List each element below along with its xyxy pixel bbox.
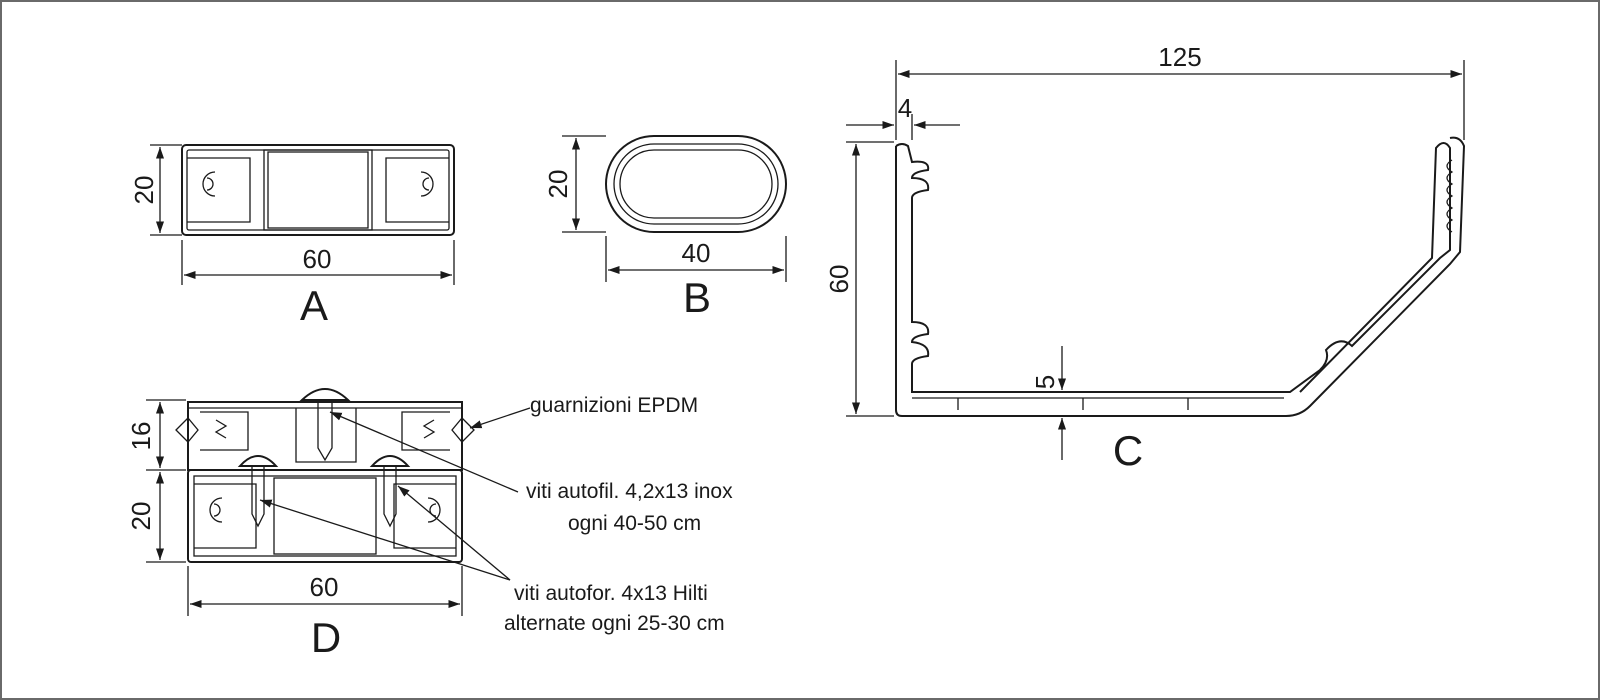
profile-b (562, 135, 787, 282)
profile-a (150, 144, 455, 285)
profile-c-base: 5 (1030, 375, 1060, 389)
profile-a-label: A (300, 282, 328, 329)
profile-d (146, 388, 531, 616)
profile-d-label: D (311, 614, 341, 661)
profile-c-width: 125 (1158, 42, 1201, 72)
profile-d-height-top: 16 (126, 422, 156, 451)
profile-d-width: 60 (310, 572, 339, 602)
profile-c-height: 60 (824, 265, 854, 294)
profile-a-height: 20 (129, 176, 159, 205)
profile-a-width: 60 (303, 244, 332, 274)
profile-b-label: B (683, 274, 711, 321)
note-screws-1-spacing: ogni 40-50 cm (568, 512, 701, 535)
profile-c-label: C (1113, 427, 1143, 474)
profile-b-height: 20 (543, 170, 573, 199)
note-screws-2: viti autofor. 4x13 Hilti (514, 582, 708, 605)
note-gaskets: guarnizioni EPDM (530, 394, 698, 417)
note-screws-2-spacing: alternate ogni 25-30 cm (504, 612, 725, 635)
profile-c-thickness: 4 (898, 93, 912, 123)
note-screws-1: viti autofil. 4,2x13 inox (526, 480, 733, 503)
profile-c (846, 60, 1466, 460)
profile-d-height-bottom: 20 (126, 502, 156, 531)
profile-b-width: 40 (682, 238, 711, 268)
